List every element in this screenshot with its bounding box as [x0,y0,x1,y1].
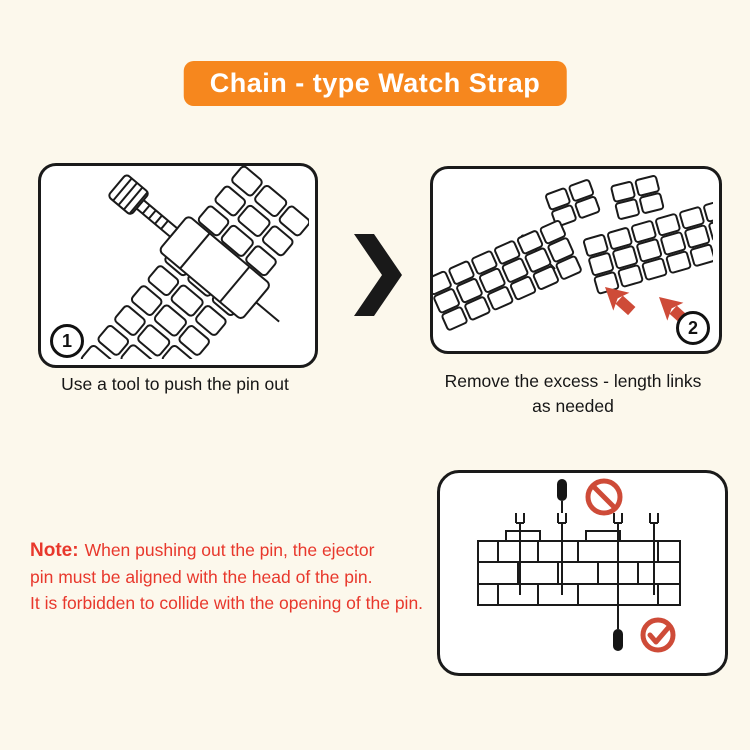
links-separation-illustration [433,174,713,332]
tool-pin-top [557,479,567,513]
band-segment-left [433,219,583,332]
loose-link-piece [609,174,665,221]
title-banner: Chain - type Watch Strap [183,61,567,106]
chevron-right-shape [354,234,402,316]
step2-caption-line2: as needed [532,396,614,416]
chevron-right-icon [352,232,404,318]
link-remover-tool [108,174,280,323]
prohibition-icon [585,478,623,516]
step1-panel: 1 [38,163,318,368]
alignment-detail-panel [437,470,728,676]
step1-number-badge: 1 [50,324,84,358]
note-label: Note: [30,540,79,561]
ejector-pins [515,513,659,595]
note-line: pin must be aligned with the head of the… [30,567,373,587]
ejector-pin [255,301,280,323]
note-line: It is forbidden to collide with the open… [30,593,424,613]
watch-band [79,166,309,359]
pin-removal-tool-illustration [79,166,309,359]
step1-caption: Use a tool to push the pin out [61,374,289,394]
note-line: Note:When pushing out the pin, the eject… [30,537,470,564]
step2-caption-line1: Remove the excess - length links [444,371,702,391]
note-text: Note:When pushing out the pin, the eject… [30,537,470,616]
step2-number-badge: 2 [676,311,710,345]
tool-pin-bottom [613,595,623,651]
step2-number: 2 [687,317,698,338]
step1-number: 1 [61,330,72,351]
note-line-text: When pushing out the pin, the ejector [84,540,375,560]
strap-cross-section [477,530,681,606]
check-icon [640,617,676,653]
step2-caption: Remove the excess - length links as need… [420,369,726,419]
loose-link-piece [544,178,602,228]
pin-alignment-illustration [477,478,681,653]
step2-panel: 2 [430,166,722,354]
page-title: Chain - type Watch Strap [209,68,541,98]
band-segment-right [582,198,713,295]
